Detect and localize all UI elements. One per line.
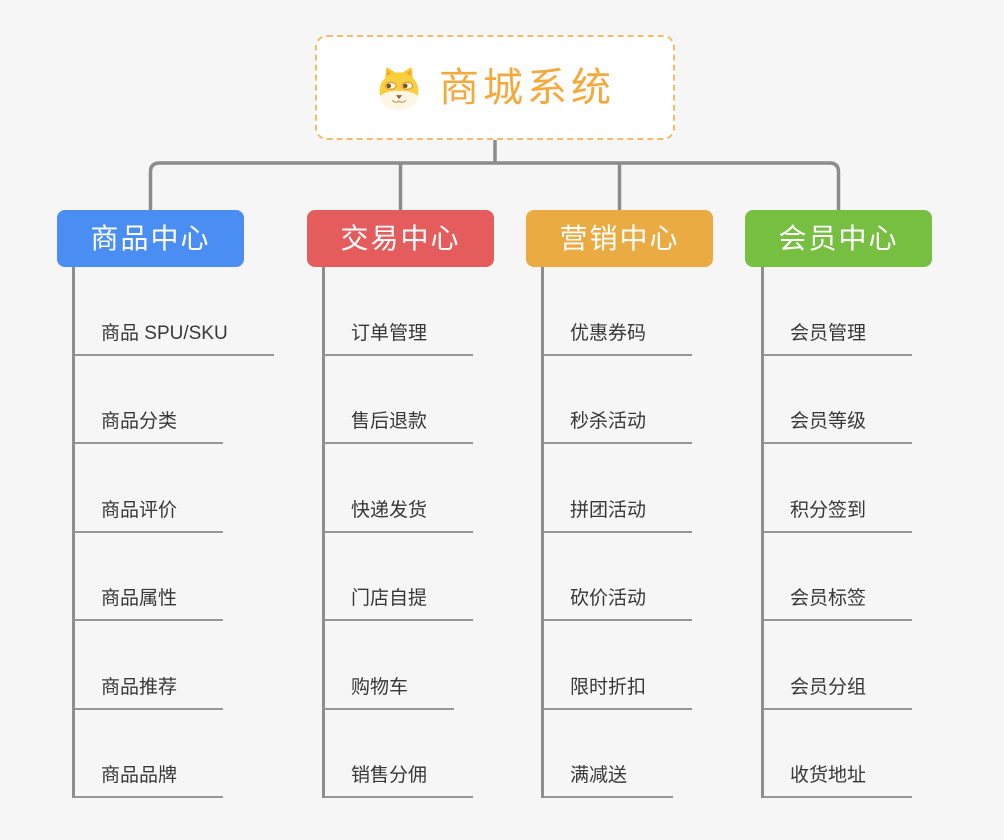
child-node[interactable]: 会员分组 [764, 676, 913, 710]
child-node[interactable]: 门店自提 [325, 587, 474, 621]
branch-node-marketing-center[interactable]: 营销中心 [526, 210, 713, 267]
child-node[interactable]: 商品评价 [75, 499, 224, 533]
child-node[interactable]: 商品分类 [75, 410, 224, 444]
child-node[interactable]: 砍价活动 [544, 587, 693, 621]
child-node[interactable]: 商品品牌 [75, 764, 224, 798]
dog-face-icon [379, 67, 419, 110]
child-node[interactable]: 会员管理 [764, 322, 913, 356]
child-node[interactable]: 商品 SPU/SKU [75, 322, 274, 356]
child-node[interactable]: 收货地址 [764, 764, 913, 798]
branch-label: 商品中心 [90, 222, 211, 254]
child-node[interactable]: 会员等级 [764, 410, 913, 444]
branch-node-trade-center[interactable]: 交易中心 [307, 210, 494, 267]
branch-node-product-center[interactable]: 商品中心 [57, 210, 244, 267]
child-node[interactable]: 优惠券码 [544, 322, 693, 356]
child-node[interactable]: 拼团活动 [544, 499, 693, 533]
branch-children-column: 商品 SPU/SKU 商品分类 商品评价 商品属性 商品推荐 商品品牌 [72, 267, 274, 798]
branch-label: 会员中心 [778, 222, 899, 254]
child-node[interactable]: 售后退款 [325, 410, 474, 444]
child-node[interactable]: 快递发货 [325, 499, 474, 533]
child-node[interactable]: 销售分佣 [325, 764, 474, 798]
child-node[interactable]: 商品属性 [75, 587, 224, 621]
child-node[interactable]: 商品推荐 [75, 676, 224, 710]
child-node[interactable]: 秒杀活动 [544, 410, 693, 444]
child-node[interactable]: 满减送 [544, 764, 674, 798]
root-node[interactable]: 商城系统 [315, 35, 675, 140]
child-node[interactable]: 订单管理 [325, 322, 474, 356]
child-node[interactable]: 限时折扣 [544, 676, 693, 710]
root-title: 商城系统 [439, 65, 615, 110]
child-node[interactable]: 购物车 [325, 676, 455, 710]
branch-label: 营销中心 [559, 222, 680, 254]
branch-children-column: 优惠券码 秒杀活动 拼团活动 砍价活动 限时折扣 满减送 [541, 267, 693, 798]
branch-children-column: 会员管理 会员等级 积分签到 会员标签 会员分组 收货地址 [761, 267, 913, 798]
branch-children-column: 订单管理 售后退款 快递发货 门店自提 购物车 销售分佣 [322, 267, 474, 798]
branch-label: 交易中心 [340, 222, 461, 254]
child-node[interactable]: 会员标签 [764, 587, 913, 621]
branch-node-member-center[interactable]: 会员中心 [745, 210, 932, 267]
child-node[interactable]: 积分签到 [764, 499, 913, 533]
